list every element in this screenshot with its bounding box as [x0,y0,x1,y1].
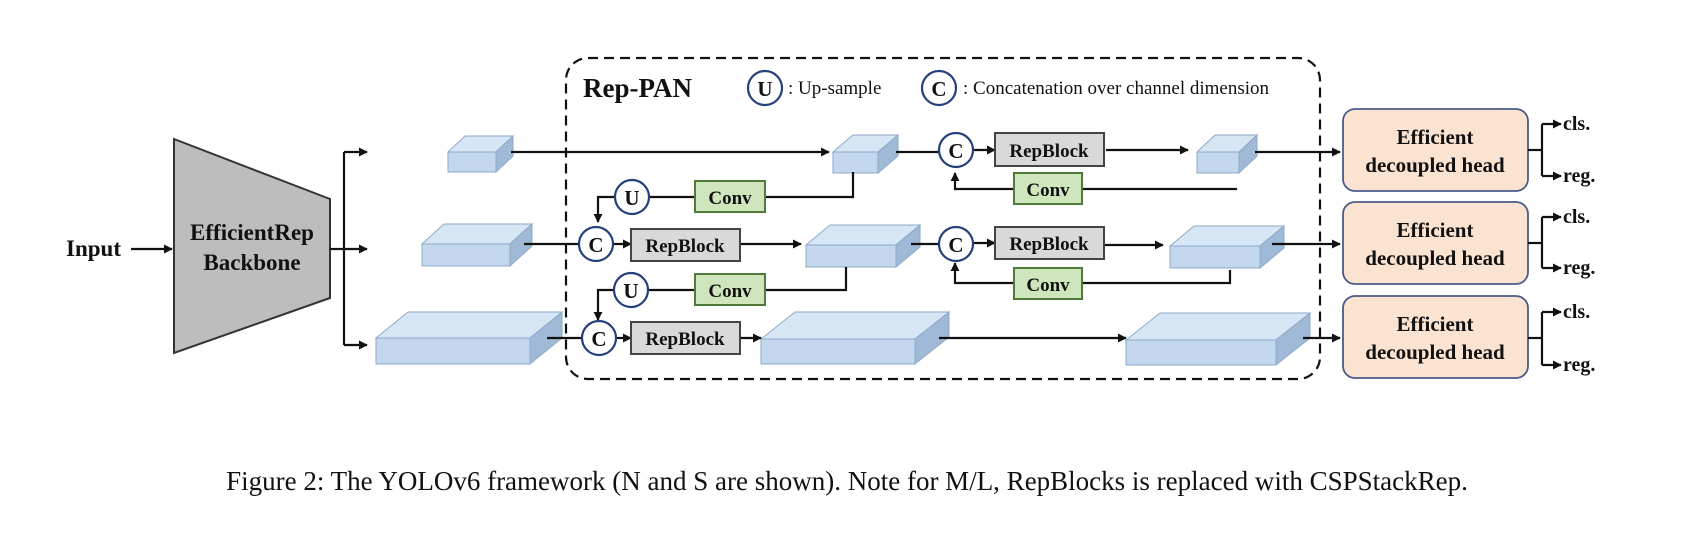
upsample-node-mid-symbol: U [623,279,638,303]
backbone-label-line1: EfficientRep [190,220,314,245]
rep-pan-title: Rep-PAN [583,73,692,103]
head-mid-line1: Efficient [1397,218,1474,242]
concat-node-pan-top-symbol: C [948,139,963,163]
concat-node-fpn-bottom-symbol: C [591,327,606,351]
feature-backbone-bottom [374,310,564,366]
repblock-fpn-bottom-label: RepBlock [645,329,725,350]
input-label: Input [66,236,121,261]
conv-pan-top-label: Conv [1026,180,1070,201]
yolov6-framework-diagram: Rep-PAN U : Up-sample C : Concatenation … [66,56,1595,381]
repblock-pan-top: RepBlock [994,132,1105,167]
feature-fpn-bottom-front-face [760,338,916,365]
repblock-pan-mid-label: RepBlock [1009,234,1089,255]
upsample-node-mid: U [612,271,650,309]
concat-node-pan-mid-symbol: C [948,233,963,257]
feature-fpn-mid-front-face [805,244,897,268]
feature-pan-mid-front-face [1169,245,1261,269]
feature-pan-top-front-face [1196,151,1240,174]
repblock-fpn-mid-label: RepBlock [645,236,725,257]
concat-legend-icon [920,69,958,107]
head-top: Efficient decoupled head [1342,108,1529,192]
backbone-output-connectors [330,147,368,350]
head-bottom-line1: Efficient [1397,312,1474,336]
head-top-cls: cls. [1563,113,1590,135]
concat-node-pan-top: C [937,131,975,169]
upsample-node-top: U [613,178,651,216]
feature-pan-top [1195,133,1259,175]
feature-fpn-mid [804,223,922,269]
repblock-fpn-bottom: RepBlock [630,321,741,355]
repblock-pan-mid: RepBlock [994,226,1105,260]
head-bottom-reg: reg. [1563,354,1595,376]
rep-pan-region [564,56,1322,381]
feature-pan-bottom-front-face [1125,339,1277,366]
upsample-legend-symbol: U [757,77,772,101]
feature-fpn-top-front-face [832,151,879,174]
legend-concat: C : Concatenation over channel dimension [920,69,1270,107]
conv-pan-top: Conv [1013,172,1083,205]
conv-pan-mid: Conv [1013,267,1083,300]
conv-pan-mid-label: Conv [1026,275,1070,296]
concat-node-fpn-bottom: C [580,319,618,357]
concat-legend-symbol: C [931,77,946,101]
concat-legend-text: : Concatenation over channel dimension [963,78,1270,99]
figure-caption: Figure 2: The YOLOv6 framework (N and S … [226,466,1468,496]
head-mid: Efficient decoupled head [1342,201,1529,285]
head-mid-cls: cls. [1563,206,1590,228]
feature-backbone-bottom-front-face [375,337,531,365]
concat-node-fpn-mid: C [577,225,615,263]
upsample-legend-icon [746,69,784,107]
head-mid-reg: reg. [1563,257,1595,279]
head-bottom-cls: cls. [1563,301,1590,323]
backbone-trapezoid [173,137,331,355]
connections [511,145,1341,343]
feature-pan-bottom [1124,311,1312,367]
head-bottom-line2: decoupled head [1365,340,1505,364]
conv-fpn-top-label: Conv [708,188,752,209]
conv-fpn-mid: Conv [694,273,766,306]
legend-upsample: U : Up-sample [746,69,881,107]
feature-pan-mid [1168,224,1286,270]
head-top-reg: reg. [1563,165,1595,187]
conv-fpn-mid-label: Conv [708,281,752,302]
head-output-connectors [1528,119,1562,370]
feature-backbone-mid-front-face [421,243,511,267]
head-top-line2: decoupled head [1365,153,1505,177]
concat-node-pan-mid: C [937,225,975,263]
feature-backbone-top-front-face [447,151,497,173]
head-top-line1: Efficient [1397,125,1474,149]
feature-fpn-bottom [759,310,951,366]
feature-maps [374,133,1312,367]
repblock-fpn-mid: RepBlock [630,228,741,262]
feature-backbone-top [446,134,515,174]
head-bottom: Efficient decoupled head [1342,295,1529,379]
feature-backbone-mid [420,222,534,268]
conv-fpn-top: Conv [694,180,766,213]
upsample-node-top-symbol: U [624,186,639,210]
repblock-pan-top-label: RepBlock [1009,141,1089,162]
feature-fpn-top [831,133,900,175]
concat-node-fpn-mid-symbol: C [588,233,603,257]
head-mid-line2: decoupled head [1365,246,1505,270]
upsample-legend-text: : Up-sample [788,78,881,99]
backbone-label-line2: Backbone [203,250,300,275]
